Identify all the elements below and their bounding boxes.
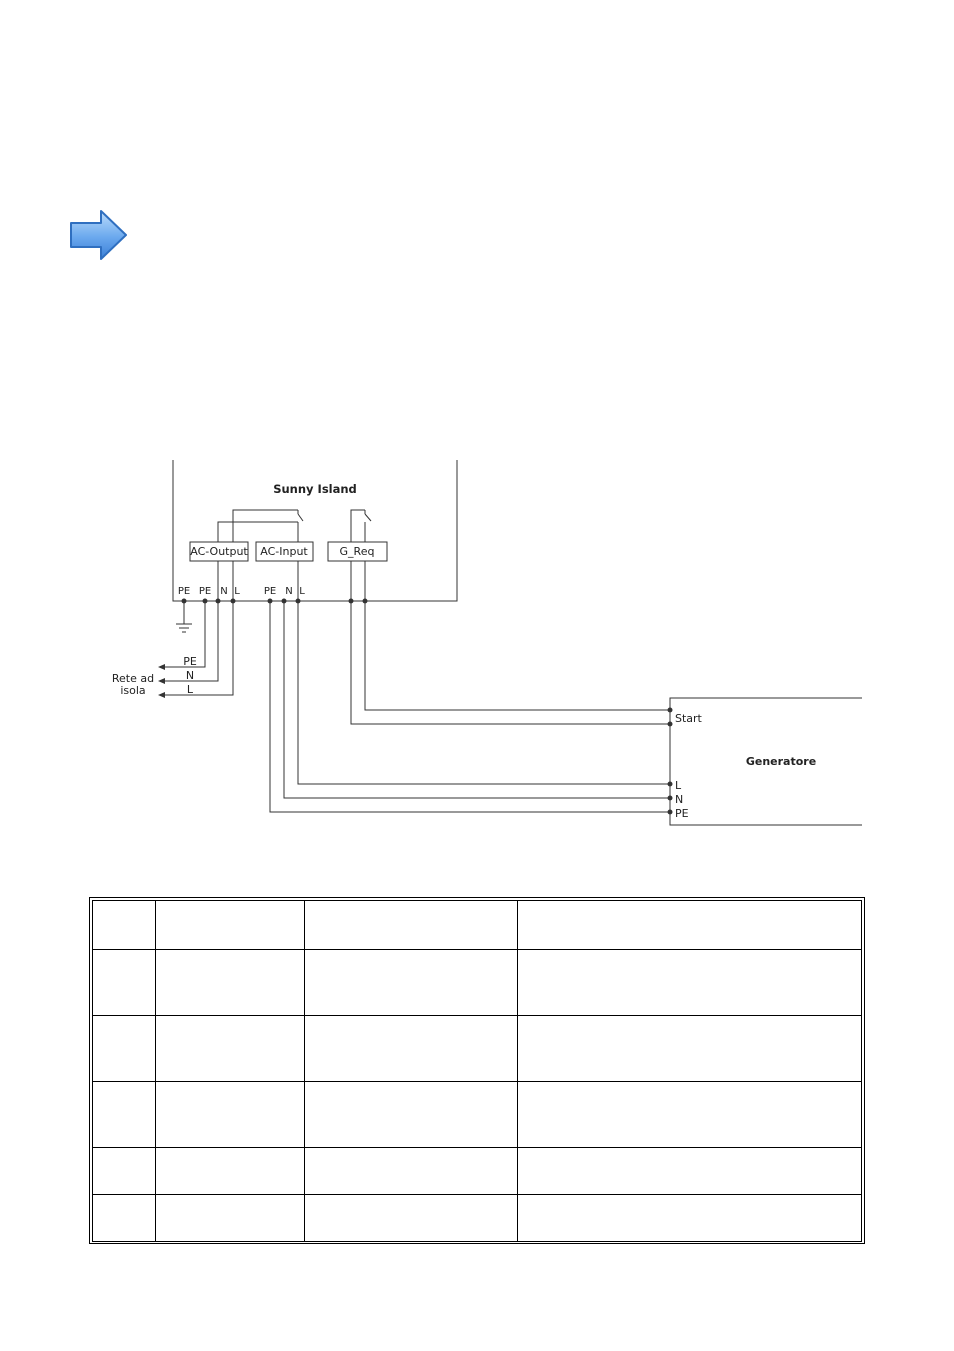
table-row — [92, 900, 862, 950]
grid-line-n: N — [186, 669, 194, 682]
table-row — [92, 1081, 862, 1148]
terminal-n-1: N — [220, 586, 227, 597]
grid-label-line2: isola — [120, 684, 145, 697]
terminal-n-2: N — [285, 586, 292, 597]
data-table — [89, 897, 865, 1244]
wiring-diagram: Sunny Island AC-Output AC-Input G_Req PE… — [112, 460, 862, 826]
table-row — [92, 1015, 862, 1082]
generator-terminal-l: L — [675, 779, 682, 792]
device-label: Sunny Island — [273, 482, 357, 496]
arrow-right-icon — [70, 210, 127, 260]
generator-terminal-start: Start — [675, 712, 703, 725]
table-row — [92, 949, 862, 1016]
grid-label-line1: Rete ad — [112, 672, 154, 685]
terminal-pe-2: PE — [199, 586, 211, 597]
ac-output-label: AC-Output — [190, 545, 248, 558]
grid-line-l: L — [187, 683, 194, 696]
terminal-l-2: L — [299, 586, 305, 597]
generator-terminal-pe: PE — [675, 807, 689, 820]
g-req-label: G_Req — [340, 545, 375, 558]
terminal-l-1: L — [234, 586, 240, 597]
terminal-pe-3: PE — [264, 586, 276, 597]
terminal-pe-1: PE — [178, 586, 190, 597]
grid-line-pe: PE — [183, 655, 197, 668]
generator-label: Generatore — [746, 755, 816, 768]
table-row — [92, 1147, 862, 1195]
generator-terminal-n: N — [675, 793, 683, 806]
table-row — [92, 1194, 862, 1242]
ac-input-label: AC-Input — [260, 545, 308, 558]
